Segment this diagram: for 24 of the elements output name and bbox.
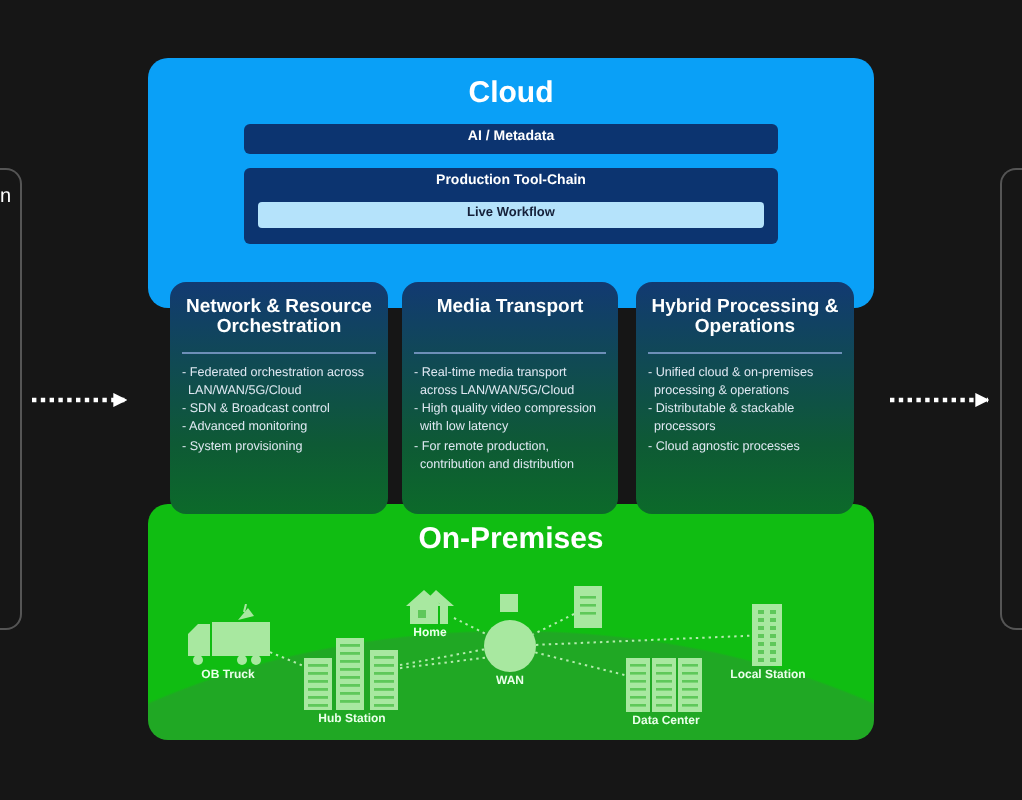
dotted-connector bbox=[535, 634, 753, 646]
dotted-connector bbox=[453, 617, 488, 636]
layer-label: n bbox=[0, 186, 14, 208]
side-panel bbox=[0, 168, 22, 630]
dotted-connector bbox=[534, 651, 627, 677]
layer-bar bbox=[244, 168, 778, 244]
dotted-connector bbox=[399, 656, 488, 670]
panel-title: Cloud bbox=[466, 76, 556, 110]
workflow-bar bbox=[258, 202, 764, 228]
dotted-connector bbox=[269, 651, 305, 668]
dotted-arrow bbox=[32, 392, 128, 408]
layer-bar bbox=[244, 124, 778, 154]
feature-card bbox=[636, 282, 854, 514]
panel-title: On-Premises bbox=[416, 522, 606, 556]
on-premises-panel bbox=[148, 504, 874, 740]
dotted-connector bbox=[532, 613, 575, 636]
card-heading: Network & Resource Orchestration bbox=[182, 298, 376, 354]
feature-card bbox=[170, 282, 388, 514]
side-panel bbox=[1000, 168, 1022, 630]
feature-card bbox=[402, 282, 618, 514]
card-heading: Hybrid Processing & Operations bbox=[648, 298, 842, 354]
card-heading: Media Transport bbox=[414, 298, 606, 354]
dotted-arrow bbox=[890, 392, 990, 408]
dotted-connector bbox=[399, 648, 486, 667]
